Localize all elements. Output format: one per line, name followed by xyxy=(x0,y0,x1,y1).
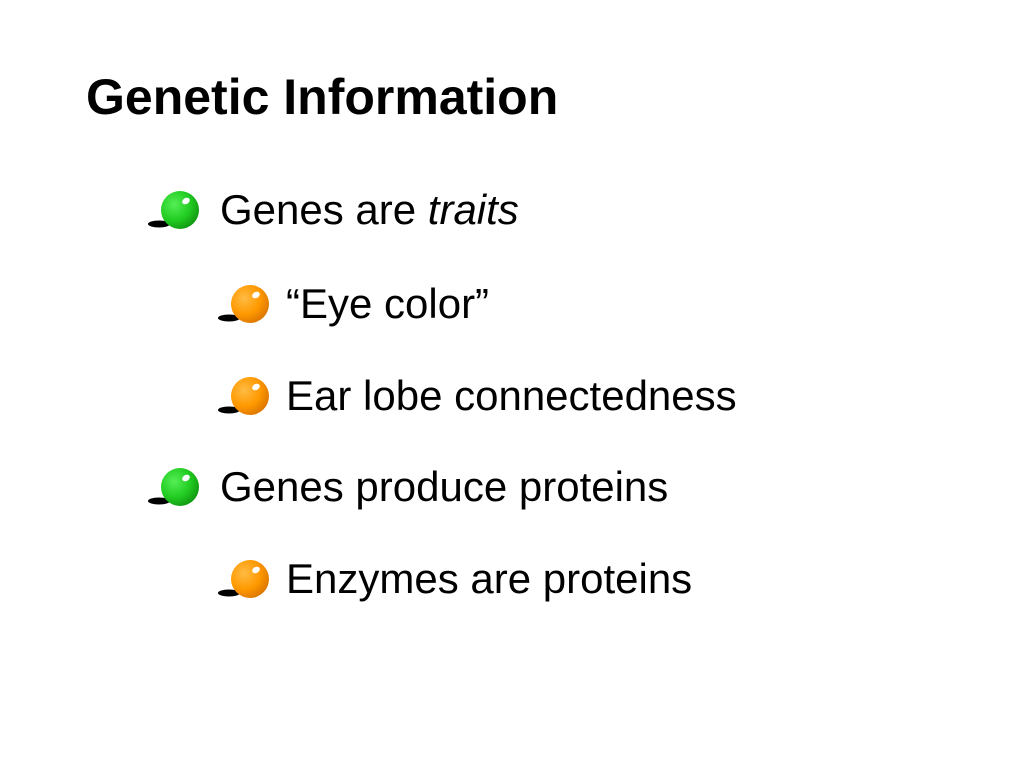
bullet-item: Genes produce proteins xyxy=(146,457,668,517)
bullet-text: Enzymes are proteins xyxy=(286,555,693,602)
sub-bullet-item: “Eye color” xyxy=(216,274,489,334)
bullet-text: Genes are traits xyxy=(220,186,519,233)
bullet-text: “Eye color” xyxy=(286,280,490,327)
bullet-emphasis: traits xyxy=(427,186,519,233)
orange-ball-bullet-icon xyxy=(218,560,269,598)
green-ball-bullet-icon xyxy=(148,191,199,229)
bullet-text: Ear lobe connectedness xyxy=(286,372,737,419)
orange-ball-bullet-icon xyxy=(218,285,269,323)
sub-bullet-item: Enzymes are proteins xyxy=(216,549,692,609)
sub-bullet-item: Ear lobe connectedness xyxy=(216,366,737,426)
green-ball-bullet-icon xyxy=(148,468,199,506)
slide-title: Genetic Information xyxy=(86,69,559,125)
bullet-text: Genes produce proteins xyxy=(220,463,669,510)
orange-ball-bullet-icon xyxy=(218,377,269,415)
bullet-item: Genes are traits xyxy=(146,180,519,240)
